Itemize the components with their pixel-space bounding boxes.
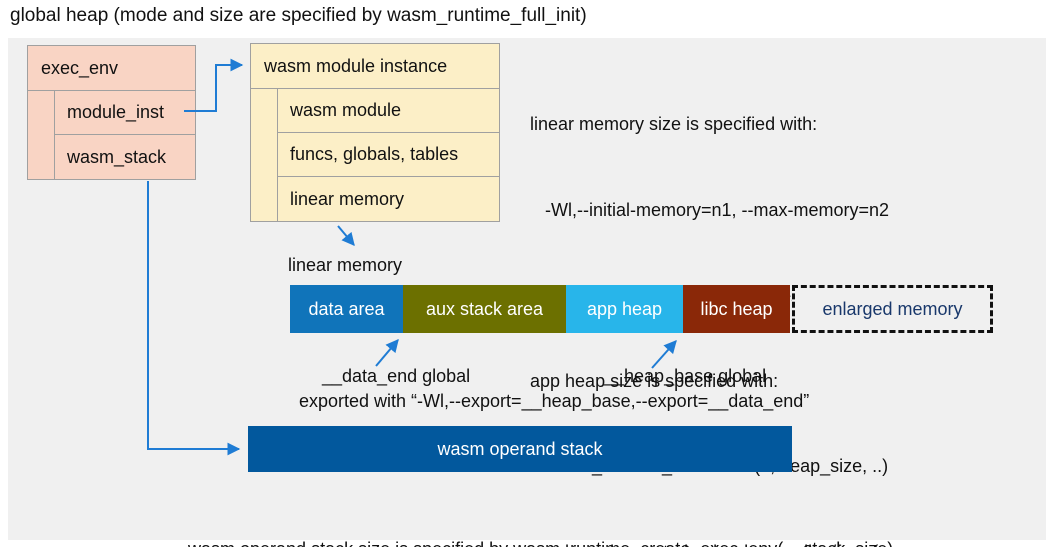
segment-app-heap: app heap	[566, 285, 683, 333]
instance-row-wasm-module: wasm module	[277, 89, 499, 133]
linear-memory-label: linear memory	[288, 255, 403, 275]
exec-env-box: exec_env module_inst wasm_stack	[27, 45, 196, 180]
note-line: linear memory size is specified with:	[530, 114, 818, 134]
wasm-operand-stack-bar: wasm operand stack	[248, 426, 792, 472]
note-line: app heap size is specified with:	[530, 370, 779, 391]
segment-data-area: data area	[290, 285, 403, 333]
footer-line-1: wasm operand stack size is specified by …	[188, 536, 893, 547]
exec-env-header: exec_env	[28, 46, 195, 91]
segment-libc-heap: libc heap	[683, 285, 790, 333]
segment-enlarged-memory: enlarged memory	[792, 285, 993, 333]
linear-memory-bar: data area aux stack area app heap libc h…	[290, 285, 790, 333]
wasm-module-instance-box: wasm module instance wasm module funcs, …	[250, 43, 500, 222]
exported-with-label: exported with “-Wl,--export=__heap_base,…	[299, 391, 810, 411]
instance-row-funcs-globals-tables: funcs, globals, tables	[277, 133, 499, 177]
page-title: global heap (mode and size are specified…	[10, 5, 587, 26]
segment-aux-stack-area: aux stack area	[403, 285, 566, 333]
note-line: app heap is created only when malloc/fre…	[530, 538, 912, 547]
wasm-module-instance-header: wasm module instance	[251, 44, 499, 89]
footer-notes: wasm operand stack size is specified by …	[188, 482, 893, 547]
note-line: -Wl,--initial-memory=n1, --max-memory=n2	[530, 199, 890, 220]
data-end-global-label: __data_end global	[322, 366, 471, 386]
heap-base-global-label: __heap_base global	[604, 366, 767, 386]
exec-env-row-module-inst: module_inst	[54, 91, 195, 135]
instance-row-linear-memory: linear memory	[277, 177, 499, 221]
exec-env-row-wasm-stack: wasm_stack	[54, 135, 195, 179]
